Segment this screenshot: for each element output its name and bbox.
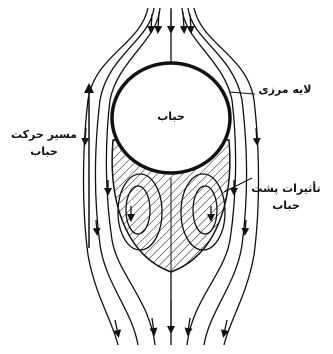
bubble-label: حباب <box>148 110 194 124</box>
wake-label-line1: تأثیرات پشت <box>244 182 328 196</box>
boundary-layer-pointer <box>229 92 255 94</box>
path-label-line1: مسیر حرکت <box>2 128 86 142</box>
path-label-line2: حباب <box>2 145 86 159</box>
boundary-layer-label: لایه مرزی <box>254 83 316 97</box>
wake-label-line2: حباب <box>244 199 328 213</box>
